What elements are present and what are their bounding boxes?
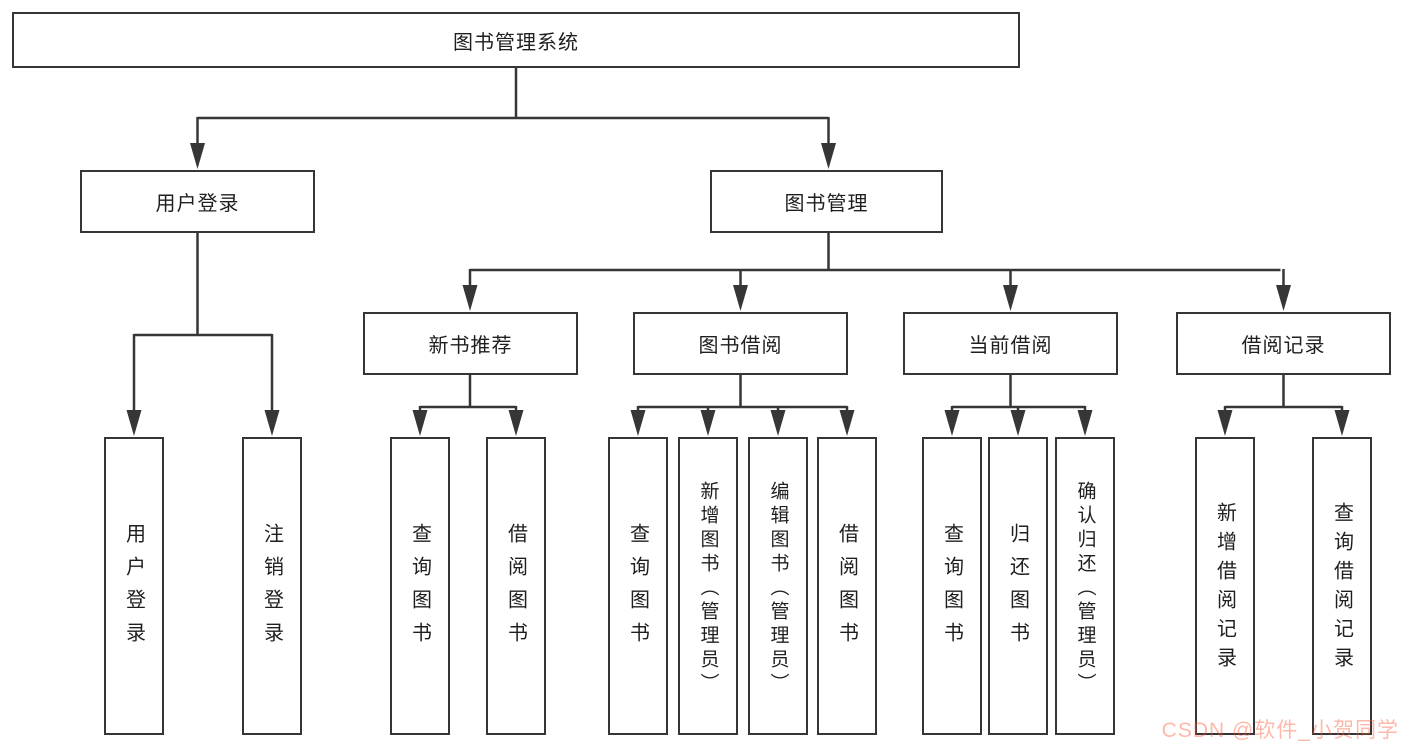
node-borrow-records: 借阅记录 [1176,312,1391,375]
leaf-borrow-books-recommend: 借阅图书 [486,437,546,735]
node-book-borrowing: 图书借阅 [633,312,848,375]
leaf-query-books-borrowing: 查询图书 [608,437,668,735]
leaf-logout: 注销登录 [242,437,302,735]
node-user-login: 用户登录 [80,170,315,233]
leaf-add-books-admin: 新增图书（管理员） [678,437,738,735]
leaf-user-login: 用户登录 [104,437,164,735]
leaf-return-books: 归还图书 [988,437,1048,735]
leaf-confirm-return-admin: 确认归还（管理员） [1055,437,1115,735]
leaf-query-books-recommend: 查询图书 [390,437,450,735]
node-book-management: 图书管理 [710,170,943,233]
leaf-edit-books-admin: 编辑图书（管理员） [748,437,808,735]
leaf-query-borrow-record: 查询借阅记录 [1312,437,1372,735]
node-book-management-system: 图书管理系统 [12,12,1020,68]
node-new-book-recommend: 新书推荐 [363,312,578,375]
node-current-borrowing: 当前借阅 [903,312,1118,375]
leaf-query-books-current: 查询图书 [922,437,982,735]
leaf-borrow-books: 借阅图书 [817,437,877,735]
arrowheads [126,143,1350,436]
leaf-add-borrow-record: 新增借阅记录 [1195,437,1255,735]
csdn-watermark: CSDN @软件_小贺同学 [1161,719,1399,742]
